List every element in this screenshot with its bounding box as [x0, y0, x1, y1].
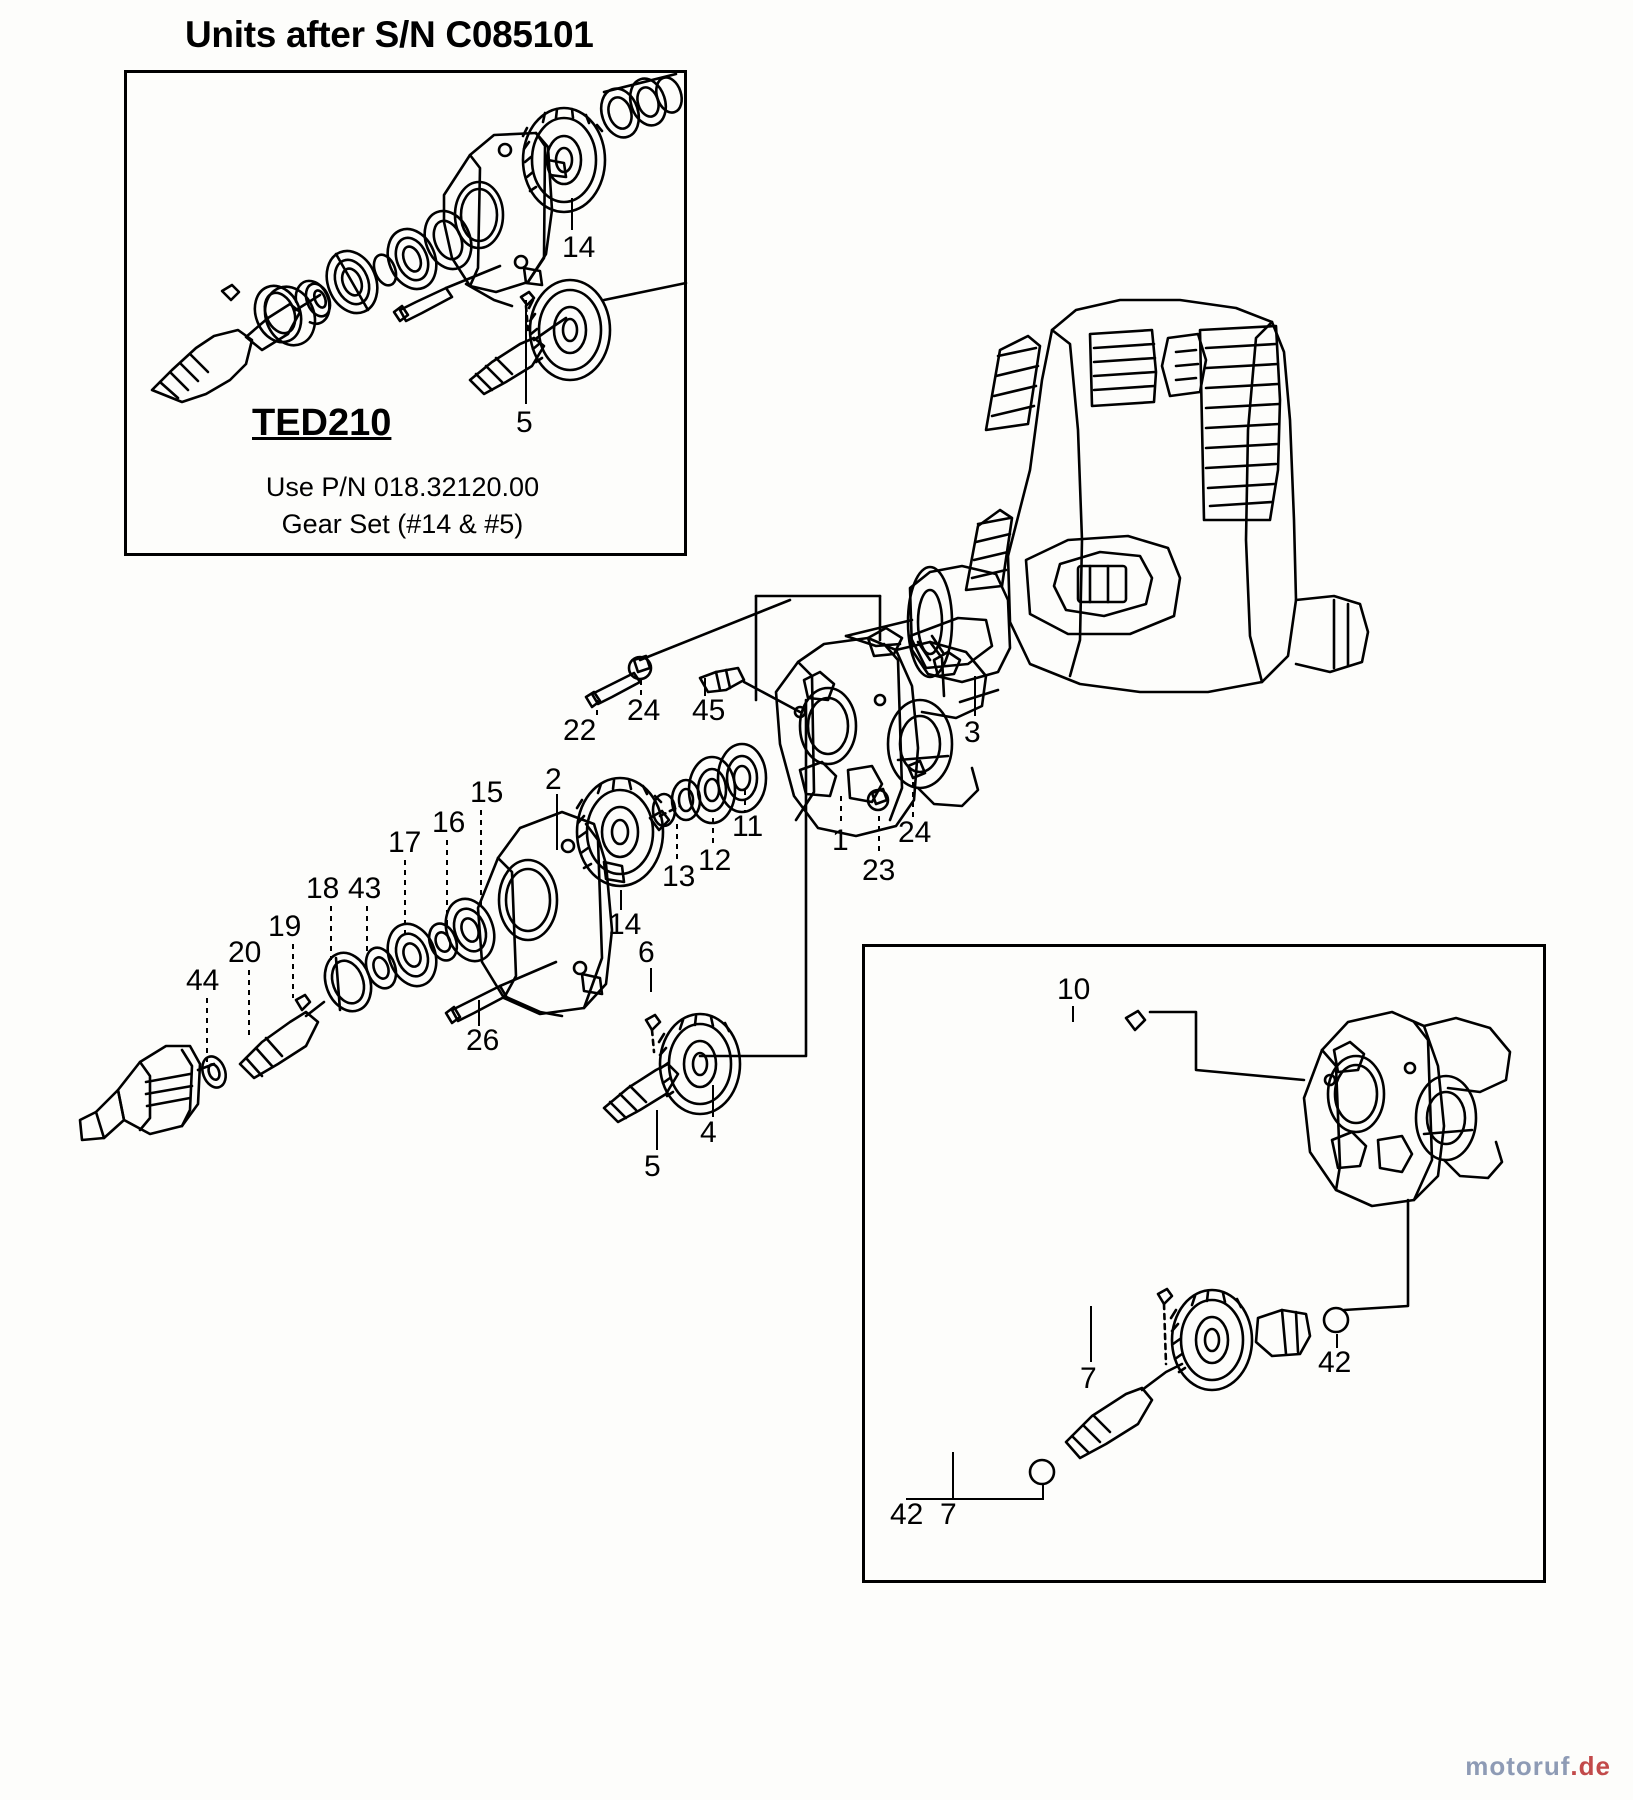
leader-inset-42b: [1042, 1484, 1044, 1498]
leader-44: [206, 998, 208, 1062]
callout-inset-bottom-42a: 42: [1318, 1346, 1352, 1379]
callout-22: 22: [563, 714, 597, 747]
callout-13: 13: [662, 860, 696, 893]
watermark-suffix: .de: [1570, 1751, 1611, 1781]
inset-note-line-1: Use P/N 018.32120.00: [265, 472, 540, 502]
callout-20: 20: [228, 936, 262, 969]
leader-22: [596, 700, 598, 716]
gearbox-housing-artwork: [476, 810, 626, 1018]
callout-1: 1: [832, 824, 849, 857]
callout-inset-top-14: 14: [562, 231, 596, 264]
leader-inset-7a: [1090, 1306, 1092, 1362]
watermark: motoruf.de: [1465, 1751, 1611, 1782]
callout-inset-bottom-7a: 7: [1080, 1362, 1097, 1395]
leader-14: [620, 890, 622, 910]
leader-15: [480, 810, 482, 910]
callout-23: 23: [862, 854, 896, 887]
callout-44: 44: [186, 964, 220, 997]
callout-43: 43: [348, 872, 382, 905]
callout-19: 19: [268, 910, 302, 943]
leader-2: [556, 794, 558, 850]
callout-3: 3: [964, 716, 981, 749]
leader-4: [712, 1085, 714, 1117]
leader-inset-7b: [952, 1452, 954, 1498]
callout-6: 6: [638, 936, 655, 969]
callout-17: 17: [388, 826, 422, 859]
leader-inset-5: [525, 300, 527, 404]
callout-15: 15: [470, 776, 504, 809]
leader-17: [404, 860, 406, 936]
callout-26: 26: [466, 1024, 500, 1057]
callout-18: 18: [306, 872, 340, 905]
leader-5-main: [656, 1110, 658, 1150]
leader-inset-14: [571, 198, 573, 230]
inset-box-alternate-assembly: [862, 944, 1546, 1583]
page-title: Units after S/N C085101: [185, 14, 594, 55]
callout-inset-bottom-7b: 7: [940, 1498, 957, 1531]
leader-19: [292, 944, 294, 998]
leader-inset-10: [1072, 1006, 1074, 1022]
callout-11: 11: [732, 810, 764, 843]
callout-24b: 24: [898, 816, 932, 849]
leader-45: [704, 678, 706, 696]
leader-11: [744, 790, 746, 812]
callout-4: 4: [700, 1116, 717, 1149]
lower-gear-artwork: [602, 1012, 742, 1124]
leader-24b: [912, 782, 914, 818]
leader-24a: [640, 680, 642, 696]
leader-13: [676, 824, 678, 862]
inset-model-label: TED210: [252, 402, 392, 444]
callout-24a: 24: [627, 694, 661, 727]
leader-inset-42b-h: [906, 1498, 1044, 1500]
callout-14: 14: [608, 908, 642, 941]
fastener-23-24-artwork: [866, 759, 927, 812]
leader-20: [248, 970, 250, 1036]
leader-inset-42a: [1336, 1334, 1338, 1348]
callout-5-main: 5: [644, 1150, 661, 1183]
leader-6: [650, 968, 652, 992]
leader-3: [974, 676, 976, 716]
inset-note-line-2: Gear Set (#14 & #5): [281, 509, 524, 539]
callout-inset-bottom-10: 10: [1057, 973, 1091, 1006]
leader-1: [840, 796, 842, 826]
engine-block-artwork: [908, 298, 1370, 694]
leader-26: [478, 1000, 480, 1026]
leader-12: [712, 818, 714, 846]
clutch-drum-artwork: [844, 564, 1012, 684]
callout-2: 2: [545, 763, 562, 796]
bolt-26-artwork: [444, 960, 558, 1025]
callout-16: 16: [432, 806, 466, 839]
leader-43: [366, 906, 368, 954]
leader-23: [878, 816, 880, 856]
leader-18: [330, 906, 332, 960]
leader-16: [446, 840, 448, 930]
callout-12: 12: [698, 844, 732, 877]
watermark-brand: motoruf: [1465, 1751, 1571, 1781]
inset-box-ted210: [124, 70, 687, 556]
callout-inset-bottom-42b: 42: [890, 1498, 924, 1531]
callout-45: 45: [692, 694, 726, 727]
callout-inset-top-5: 5: [516, 406, 533, 439]
